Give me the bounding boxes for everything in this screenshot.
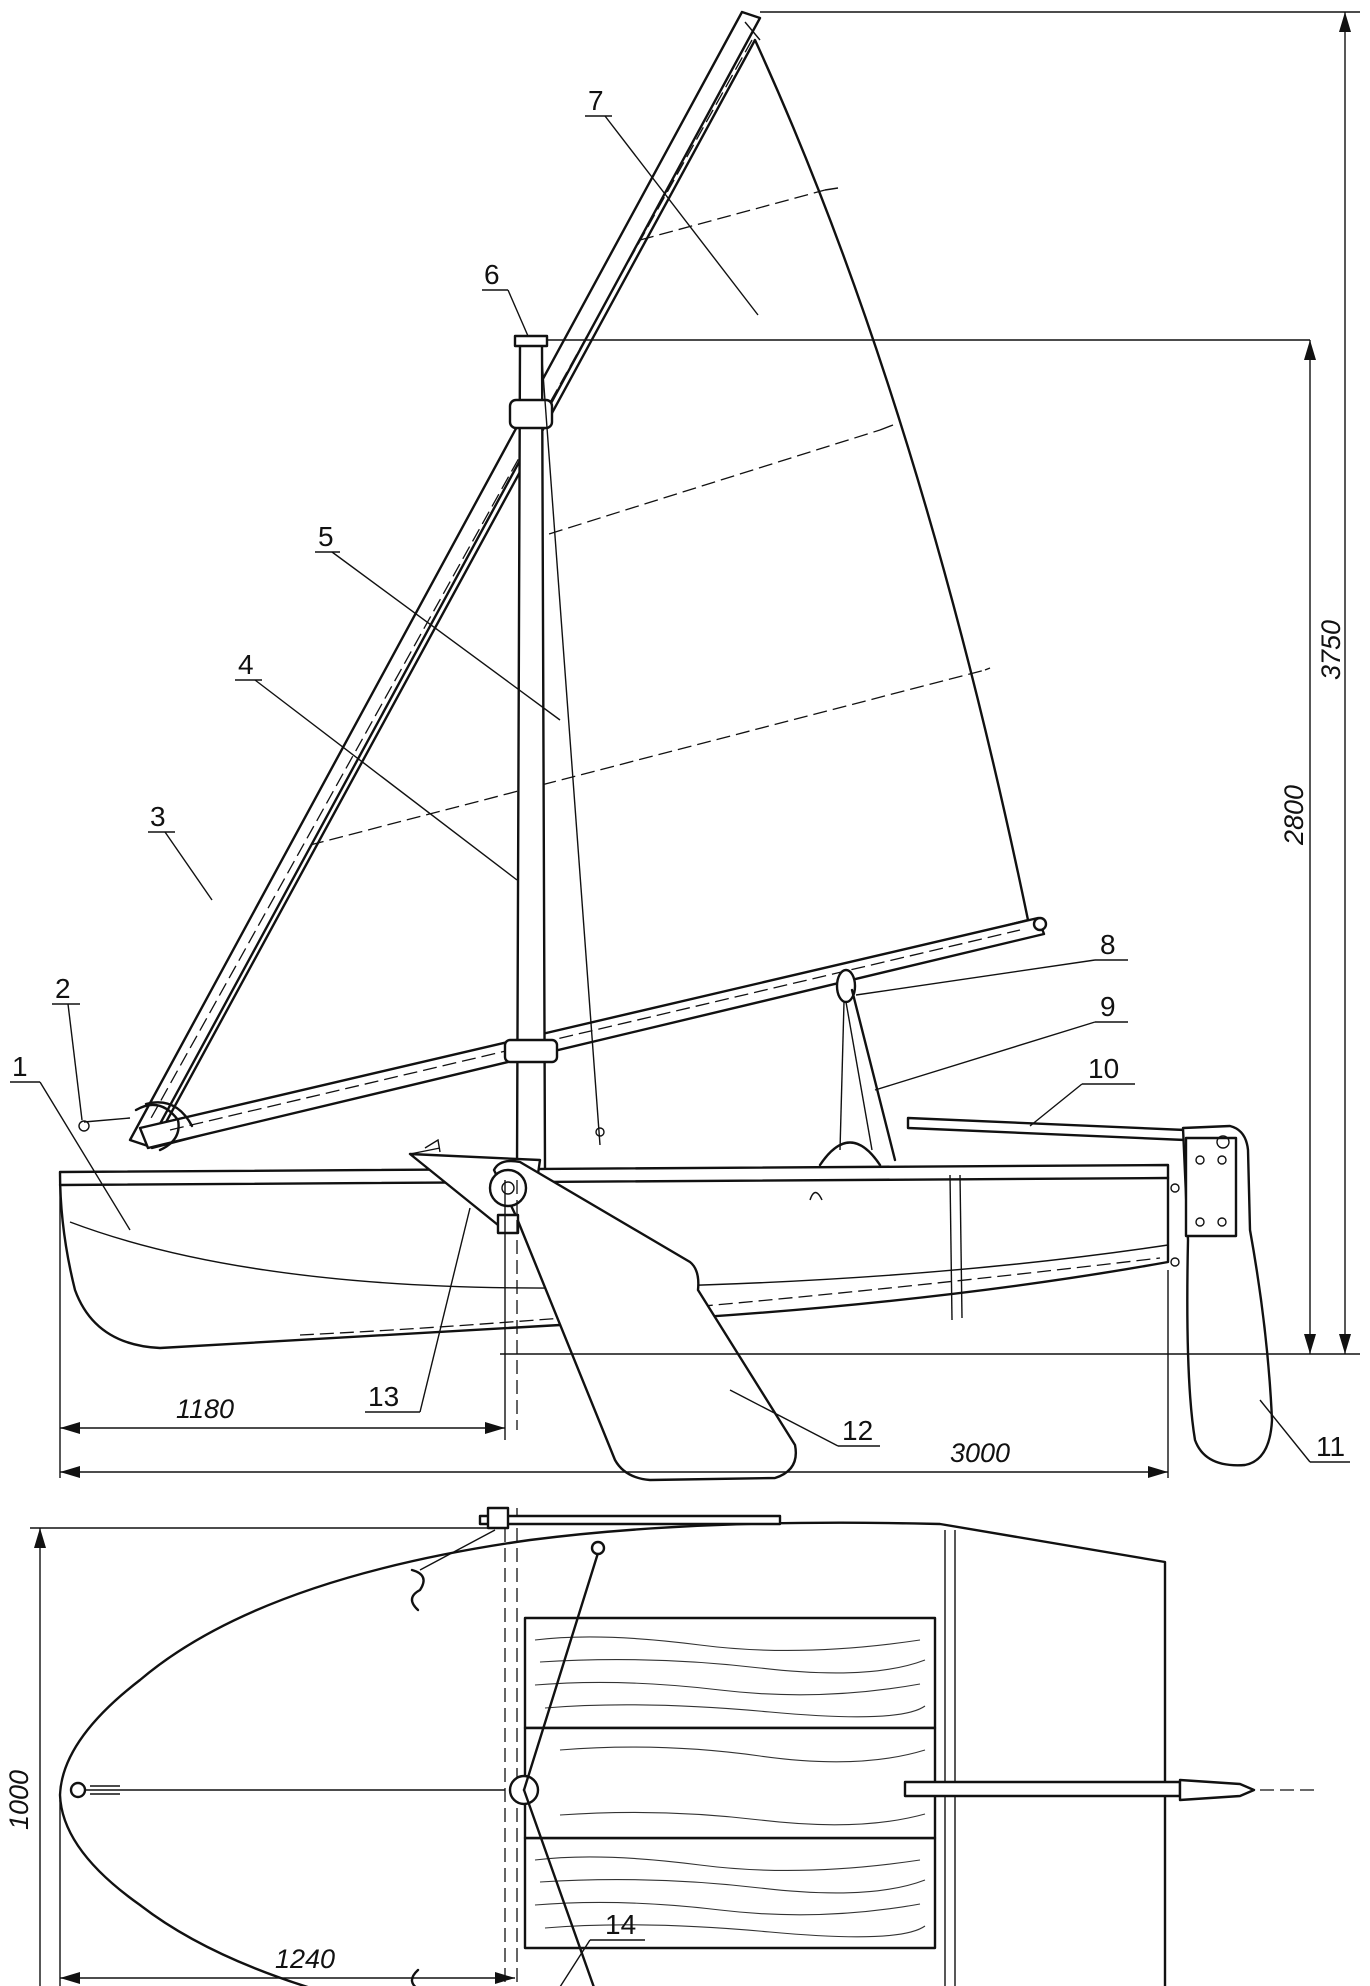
- chainplate-top: [486, 1506, 510, 1530]
- dim-beam: 1000: [4, 1770, 34, 1830]
- centreboard: [488, 1159, 797, 1482]
- callouts: 1 2 3 4 5 6 7 8 9 10: [10, 85, 1350, 1986]
- callout-3: 3: [150, 801, 166, 832]
- plan-tiller: [903, 1780, 1182, 1798]
- tiller: [906, 1116, 1187, 1142]
- bow-eye: [69, 1781, 87, 1799]
- plan-rudder: [1178, 1778, 1256, 1802]
- plan-view: [58, 1506, 1320, 1986]
- callout-13: 13: [368, 1381, 399, 1412]
- plan-dimensions: 1000 1240: [4, 1527, 515, 1986]
- boom-jaw-outer: [144, 1101, 194, 1128]
- callout-7: 7: [588, 85, 604, 116]
- callout-10: 10: [1088, 1053, 1119, 1084]
- forestay: [83, 1117, 131, 1123]
- sheet-block: [835, 968, 873, 1151]
- rubbing-strake-top: [478, 1514, 782, 1526]
- mast-cap: [513, 334, 549, 348]
- forestay-eye: [78, 1120, 90, 1132]
- side-view: [58, 10, 1274, 1482]
- mainsheet: [850, 988, 897, 1162]
- callout-1: 1: [12, 1051, 28, 1082]
- mast-collar: [508, 398, 554, 430]
- callout-12: 12: [842, 1415, 873, 1446]
- gudgeon: [1170, 1257, 1180, 1267]
- pintle: [1170, 1183, 1180, 1193]
- dim-mast-position: 1180: [176, 1394, 234, 1424]
- cleat-bottom: [410, 1968, 420, 1986]
- callout-9: 9: [1100, 991, 1116, 1022]
- rudder: [1181, 1124, 1274, 1467]
- dim-hull-length: 3000: [950, 1438, 1010, 1468]
- dim-total-height: 3750: [1316, 620, 1346, 680]
- boom-collar: [503, 1038, 559, 1064]
- side-dimensions: 3750 2800 1180 3000: [59, 11, 1360, 1478]
- shroud-upper: [522, 1551, 600, 1792]
- callout-6: 6: [484, 259, 500, 290]
- cleat-top: [410, 1568, 425, 1612]
- boom-jaw: [134, 1103, 180, 1152]
- centreboard-pin: [496, 1213, 520, 1235]
- floorboards: [523, 1616, 937, 1950]
- shroud-lower: [522, 1788, 595, 1986]
- callout-4: 4: [238, 649, 254, 680]
- sheet-horse: [818, 1141, 882, 1167]
- callout-14: 14: [605, 1909, 636, 1940]
- sail: [150, 38, 1030, 1150]
- halyard-cleat: [595, 1127, 605, 1137]
- callout-5: 5: [318, 521, 334, 552]
- callout-8: 8: [1100, 929, 1116, 960]
- callout-2: 2: [55, 973, 71, 1004]
- dim-mast-height: 2800: [1279, 785, 1309, 846]
- callout-11: 11: [1316, 1431, 1345, 1462]
- halyard: [541, 359, 601, 1146]
- dim-plan-mast-position: 1240: [275, 1944, 335, 1974]
